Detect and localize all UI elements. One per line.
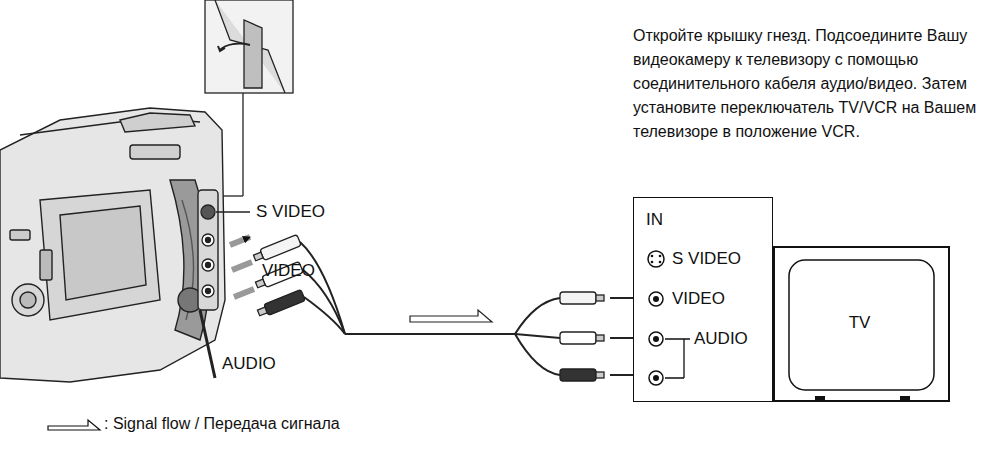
jack-label: S VIDEO [672, 249, 741, 269]
tv-plugs [560, 292, 640, 381]
tv-set: TV [773, 246, 950, 402]
jack-label: S VIDEO [256, 202, 325, 222]
camcorder-body [0, 108, 225, 382]
signal-flow-arrow [410, 310, 492, 322]
legend-arrow-sample [46, 414, 102, 434]
device-label: TV [849, 313, 871, 333]
jack-label: VIDEO [262, 261, 315, 281]
jack-label: AUDIO [222, 354, 276, 374]
camera-jacks [201, 205, 250, 297]
input-panel: IN S VIDEO VIDEO AUDIO [633, 197, 773, 402]
panel-heading: IN [646, 210, 663, 230]
jack-label: AUDIO [694, 329, 748, 349]
jack-label: VIDEO [672, 289, 725, 309]
camera-plugs [230, 234, 560, 375]
legend-text: : Signal flow / Передача сигнала [104, 414, 340, 433]
instruction-text: Откройте крышку гнезд. Подсоедините Вашу… [633, 24, 977, 144]
